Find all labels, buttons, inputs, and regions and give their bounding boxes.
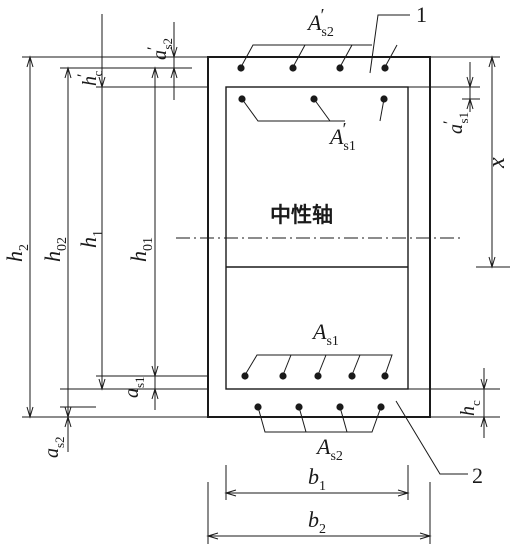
label-As2-top: A′s2 xyxy=(306,5,334,40)
neutral-axis-label: 中性轴 xyxy=(270,203,333,227)
callout-2-number: 2 xyxy=(472,463,483,488)
bottom-outer-rebar xyxy=(254,403,385,433)
callout-1-leader xyxy=(369,14,410,74)
callout-2-leader xyxy=(395,400,468,475)
label-h2: h2 xyxy=(2,244,32,262)
label-b1: b1 xyxy=(308,464,326,494)
label-h1: h1 xyxy=(76,230,106,248)
label-As2-bottom: As2 xyxy=(315,434,343,464)
callout-1-number: 1 xyxy=(416,2,427,27)
a-s1-bottom-dimension xyxy=(151,387,159,410)
label-h01: h01 xyxy=(126,237,156,262)
label-As1-bottom: As1 xyxy=(311,319,339,349)
label-a-s2-bottom: as2 xyxy=(41,436,67,458)
label-As1-top: A′s1 xyxy=(328,119,356,154)
label-a-s1-top: a′s1 xyxy=(441,112,471,134)
label-b2: b2 xyxy=(308,507,326,537)
a-s2-top-dimension xyxy=(170,22,178,100)
label-a-s2-top: a′s2 xyxy=(145,38,175,60)
outer-section xyxy=(207,56,431,418)
right-dimension-lines xyxy=(408,55,510,438)
bottom-dimension-lines xyxy=(206,465,432,544)
label-hc-top: h′c xyxy=(75,71,105,87)
left-dimension-lines xyxy=(26,14,159,419)
label-hc-bottom: hc xyxy=(457,400,483,416)
a-s2-bottom-dimension xyxy=(60,406,96,452)
label-h02: h02 xyxy=(40,237,70,262)
label-a-s1-bottom: as1 xyxy=(121,376,147,398)
top-outer-rebar xyxy=(237,44,398,72)
bottom-inner-rebar xyxy=(241,354,393,380)
label-x: x xyxy=(484,157,510,169)
top-inner-rebar xyxy=(238,95,388,122)
left-reference-lines xyxy=(22,56,208,418)
